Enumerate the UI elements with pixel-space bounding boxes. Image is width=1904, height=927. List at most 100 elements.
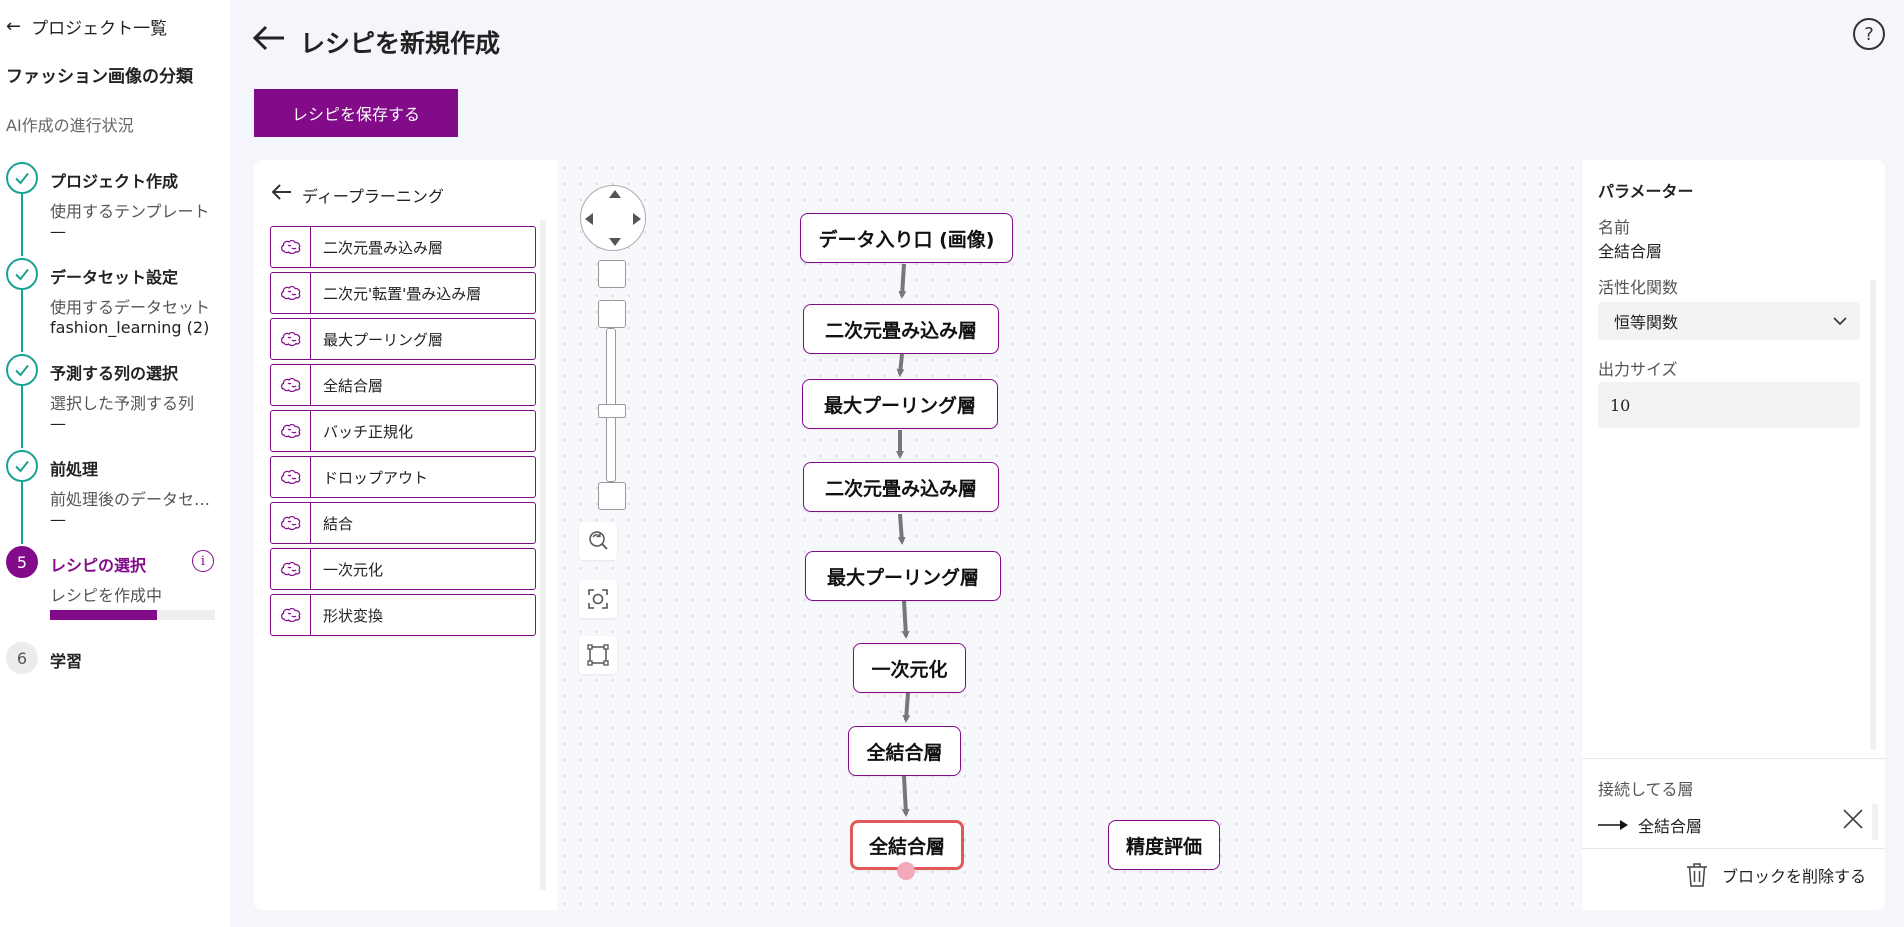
step-connector — [21, 194, 23, 256]
info-icon[interactable]: i — [192, 550, 214, 572]
palette-back-link[interactable]: ディープラーニング — [270, 182, 444, 207]
palette-item-label: 全結合層 — [323, 376, 384, 395]
step-title: 予測する列の選択 — [50, 364, 179, 383]
reset-view-button[interactable] — [579, 522, 617, 560]
palette-item[interactable]: 形状変換 — [270, 594, 536, 636]
zoom-out-button[interactable] — [598, 482, 626, 510]
brain-icon — [271, 595, 311, 635]
save-recipe-button[interactable]: レシピを保存する — [254, 89, 458, 137]
step-title: プロジェクト作成 — [50, 172, 179, 191]
step-value: fashion_learning (2) — [50, 318, 210, 337]
arrow-left-icon — [270, 182, 292, 207]
node-maxpool[interactable]: 最大プーリング層 — [802, 379, 998, 429]
name-value: 全結合層 — [1598, 242, 1663, 261]
trash-icon — [1687, 863, 1707, 887]
select-area-button[interactable] — [579, 636, 617, 674]
step-title: 学習 — [50, 652, 83, 671]
output-size-input[interactable] — [1598, 382, 1860, 428]
fit-view-button[interactable] — [579, 580, 617, 618]
zoom-in-button[interactable] — [598, 260, 626, 288]
node-maxpool[interactable]: 最大プーリング層 — [805, 551, 1001, 601]
arrow-left-icon: ← — [6, 16, 22, 37]
step-number: 6 — [6, 642, 38, 674]
step-connector — [21, 386, 23, 448]
palette-item-label: 二次元'転置'畳み込み層 — [323, 284, 482, 303]
node-dense-selected[interactable]: 全結合層 — [850, 820, 964, 870]
arrow-right-icon — [1598, 820, 1628, 830]
palette-item[interactable]: バッチ正規化 — [270, 410, 536, 452]
step-subtitle: 使用するデータセット — [50, 298, 211, 317]
node-output-port[interactable] — [897, 862, 915, 880]
brain-icon — [271, 273, 311, 313]
layer-palette: ディープラーニング 二次元畳み込み層 二次元'転置'畳み込み層 最大プーリング層… — [254, 160, 557, 910]
step-value: — — [50, 414, 66, 433]
zoom-max-button[interactable] — [598, 300, 626, 328]
pan-down-icon[interactable] — [609, 238, 621, 246]
node-accuracy-eval[interactable]: 精度評価 — [1108, 820, 1220, 870]
delete-block-button[interactable]: ブロックを削除する — [1686, 862, 1866, 888]
palette-item-label: 最大プーリング層 — [323, 330, 444, 349]
page-back-arrow-icon[interactable] — [252, 22, 286, 62]
chevron-down-icon — [1833, 317, 1847, 326]
sidebar: ← プロジェクト一覧 ファッション画像の分類 AI作成の進行状況 プロジェクト作… — [0, 0, 230, 927]
help-icon[interactable]: ? — [1853, 18, 1885, 50]
node-conv2d[interactable]: 二次元畳み込み層 — [803, 462, 999, 512]
brain-icon — [271, 227, 311, 267]
node-conv2d[interactable]: 二次元畳み込み層 — [803, 304, 999, 354]
pan-left-icon[interactable] — [585, 213, 593, 225]
step-subtitle: 使用するテンプレート — [50, 202, 210, 221]
node-data-input[interactable]: データ入り口 (画像) — [800, 213, 1013, 263]
brain-icon — [271, 411, 311, 451]
brain-icon — [271, 549, 311, 589]
palette-scrollbar[interactable] — [540, 220, 546, 890]
step-progress-fill — [50, 610, 158, 620]
palette-item-label: 結合 — [323, 514, 354, 533]
connected-layer-row: 全結合層 — [1598, 810, 1868, 840]
zoom-slider-thumb[interactable] — [598, 404, 626, 418]
name-label: 名前 — [1598, 218, 1631, 237]
palette-item[interactable]: 全結合層 — [270, 364, 536, 406]
step-subtitle: 選択した予測する列 — [50, 394, 195, 413]
params-scrollbar[interactable] — [1870, 280, 1876, 750]
focus-icon — [588, 589, 608, 609]
palette-item-label: 一次元化 — [323, 560, 384, 579]
divider — [1582, 848, 1885, 849]
params-title: パラメーター — [1598, 182, 1694, 201]
back-to-projects-link[interactable]: ← プロジェクト一覧 — [6, 14, 167, 39]
search-refresh-icon — [589, 531, 608, 550]
connected-scrollbar[interactable] — [1872, 804, 1878, 840]
palette-item-label: 形状変換 — [323, 606, 384, 625]
palette-item-label: バッチ正規化 — [323, 422, 414, 441]
palette-title: ディープラーニング — [302, 186, 444, 206]
node-flatten[interactable]: 一次元化 — [853, 643, 966, 693]
step-title: レシピの選択 — [50, 556, 147, 575]
divider — [1582, 758, 1885, 759]
check-icon — [6, 162, 38, 194]
check-icon — [6, 450, 38, 482]
step-subtitle: レシピを作成中 — [50, 586, 163, 605]
palette-item[interactable]: 二次元畳み込み層 — [270, 226, 536, 268]
palette-item[interactable]: ドロップアウト — [270, 456, 536, 498]
connected-layers-label: 接続してる層 — [1598, 780, 1694, 799]
recipe-canvas[interactable] — [557, 160, 1579, 910]
pan-right-icon[interactable] — [633, 213, 641, 225]
pan-up-icon[interactable] — [609, 190, 621, 198]
activation-select[interactable]: 恒等関数 — [1598, 302, 1860, 340]
page-title: レシピを新規作成 — [300, 29, 501, 58]
pan-control[interactable] — [580, 185, 646, 251]
palette-item[interactable]: 一次元化 — [270, 548, 536, 590]
brain-icon — [271, 319, 311, 359]
progress-title: AI作成の進行状況 — [6, 116, 134, 135]
palette-item[interactable]: 結合 — [270, 502, 536, 544]
check-icon — [6, 258, 38, 290]
palette-item[interactable]: 二次元'転置'畳み込み層 — [270, 272, 536, 314]
activation-value: 恒等関数 — [1614, 313, 1679, 332]
palette-item[interactable]: 最大プーリング層 — [270, 318, 536, 360]
step-title: 前処理 — [50, 460, 99, 479]
brain-icon — [271, 365, 311, 405]
check-icon — [6, 354, 38, 386]
node-dense[interactable]: 全結合層 — [848, 726, 961, 776]
output-size-label: 出力サイズ — [1598, 360, 1678, 379]
parameters-panel: パラメーター 名前 全結合層 活性化関数 恒等関数 出力サイズ 接続してる層 全… — [1582, 160, 1885, 910]
close-icon[interactable] — [1840, 806, 1866, 832]
